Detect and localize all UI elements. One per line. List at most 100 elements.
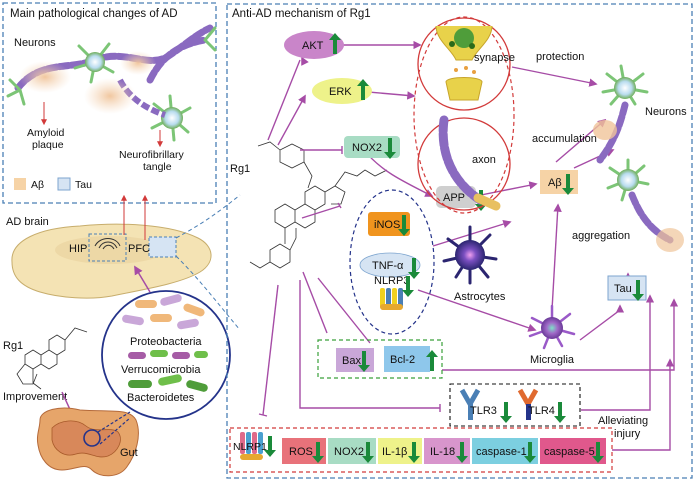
tlr4-icon: [517, 388, 539, 420]
astrocytes-label: Astrocytes: [454, 291, 506, 303]
app-label: APP: [443, 192, 465, 204]
improvement-label: Improvement: [3, 391, 67, 403]
ros-label: ROS: [289, 446, 313, 458]
pathology-title: Main pathological changes of AD: [10, 8, 178, 20]
neuron-top-right: [593, 64, 649, 164]
neurons-label-right: Neurons: [645, 106, 687, 118]
amyloid-plaque: [120, 51, 156, 75]
inos-down-arrow: [398, 215, 410, 236]
tnf-down-arrow: [408, 258, 420, 279]
bax-label: Bax: [342, 355, 361, 367]
bcl2-label: Bcl-2: [390, 354, 415, 366]
protection-label: protection: [536, 51, 584, 63]
tlr3-icon: [459, 388, 481, 420]
casp1-node: [472, 438, 538, 464]
casp5-label: caspase-5: [544, 446, 595, 458]
legend-tau-swatch: [57, 177, 71, 191]
nlrp1-label: NLRP1: [233, 441, 267, 453]
amyloid-plaque: [84, 78, 136, 114]
nox2-down-arrow: [384, 138, 396, 159]
astrocyte-cell: [442, 225, 498, 285]
amyloid-label-2: plaque: [32, 139, 64, 151]
microglia-label: Microglia: [530, 354, 575, 366]
pfc-region: [148, 236, 177, 258]
amyloid-label: Amyloid: [27, 127, 65, 139]
gut-label: Gut: [120, 447, 138, 459]
neuron-cell: [203, 26, 217, 52]
bacteria-icons: [122, 294, 208, 392]
tlr3-label: TLR3: [470, 405, 497, 417]
nlrp3-down-arrow: [402, 276, 414, 297]
nox2-label: NOX2: [352, 142, 382, 154]
neurons-label: Neurons: [14, 37, 56, 49]
pathology-panel: Main pathological changes of AD: [2, 2, 217, 204]
mechanism-panel: Anti-AD mechanism of Rg1: [226, 3, 693, 479]
nlrp3-icon: [380, 288, 403, 310]
aggregation-label: aggregation: [572, 230, 630, 242]
akt-node: [284, 31, 344, 59]
legend-abeta-label: Aβ: [31, 179, 44, 191]
pfc-label: PFC: [128, 243, 150, 255]
gut-illustration: [36, 407, 139, 477]
rg1-molecule-small: [16, 327, 88, 390]
rg1-molecule: [249, 141, 388, 269]
mechanism-title: Anti-AD mechanism of Rg1: [232, 8, 371, 20]
alleviating-label-2: injury: [614, 428, 641, 440]
tlr4-label: TLR4: [528, 405, 555, 417]
tnf-label: TNF-α: [372, 260, 404, 272]
bacteria-verrucomicrobia: Verrucomicrobia: [121, 364, 201, 376]
casp5-down-arrow: [592, 442, 604, 463]
hip-region: [88, 233, 127, 262]
nox2b-down-arrow: [362, 442, 374, 463]
axon-label: axon: [472, 154, 496, 166]
microglia-cell: [528, 304, 576, 350]
ad-brain-section: AD brain HIP PFC: [6, 194, 241, 331]
bax-node: [336, 348, 374, 372]
neuron-cell: [150, 94, 192, 142]
alleviating-label: Alleviating: [598, 415, 648, 427]
abeta-down-arrow: [562, 174, 574, 195]
nlrp3-label: NLRP3: [374, 275, 409, 287]
akt-up-arrow: [329, 33, 341, 54]
inflammasome-box: [229, 427, 613, 473]
tlr4-down-arrow: [554, 402, 566, 423]
bacteria-proteobacteria: Proteobacteria: [130, 336, 202, 348]
bcl2-up-arrow: [426, 350, 438, 371]
inos-label: iNOS: [374, 219, 400, 231]
casp1-down-arrow: [524, 442, 536, 463]
rg1-label: Rg1: [230, 163, 250, 175]
abeta-label: Aβ: [548, 177, 562, 189]
synapse-axon-group: [413, 16, 515, 214]
tnf-node: [359, 252, 421, 278]
legend-abeta-swatch: [14, 178, 26, 190]
microbiota-circle: Proteobacteria Verrucomicrobia Bacteroid…: [101, 290, 231, 420]
nlrp1-down-arrow: [264, 436, 276, 457]
bax-bcl2-box: [317, 339, 443, 379]
tau-down-arrow: [632, 280, 644, 301]
synapse-label: synapse: [474, 52, 515, 64]
tangle-label-2: tangle: [143, 161, 172, 173]
hip-label: HIP: [69, 243, 87, 255]
tangle-label: Neurofibrillary: [119, 149, 185, 161]
accumulation-label: accumulation: [532, 133, 597, 145]
neuron-bottom-right: [606, 158, 684, 252]
casp1-label: caspase-1: [476, 446, 527, 458]
erk-label: ERK: [329, 86, 352, 98]
bcl2-node: [384, 346, 430, 372]
tlr-box: [449, 383, 581, 427]
nox2b-label: NOX2: [334, 446, 364, 458]
il18-label: IL-18: [430, 446, 455, 458]
amyloid-plaque: [19, 61, 71, 93]
inflammation-oval: [349, 189, 435, 335]
bacteria-bacteroidetes: Bacteroidetes: [127, 392, 195, 404]
ros-down-arrow: [312, 442, 324, 463]
tau-label: Tau: [614, 283, 632, 295]
erk-up-arrow: [357, 79, 369, 100]
ad-brain-label: AD brain: [6, 216, 49, 228]
nlrp1-icon: [240, 432, 263, 460]
il1b-down-arrow: [408, 442, 420, 463]
rg1-label-left: Rg1: [3, 340, 23, 352]
erk-node: [312, 78, 372, 104]
tlr3-down-arrow: [500, 402, 512, 423]
